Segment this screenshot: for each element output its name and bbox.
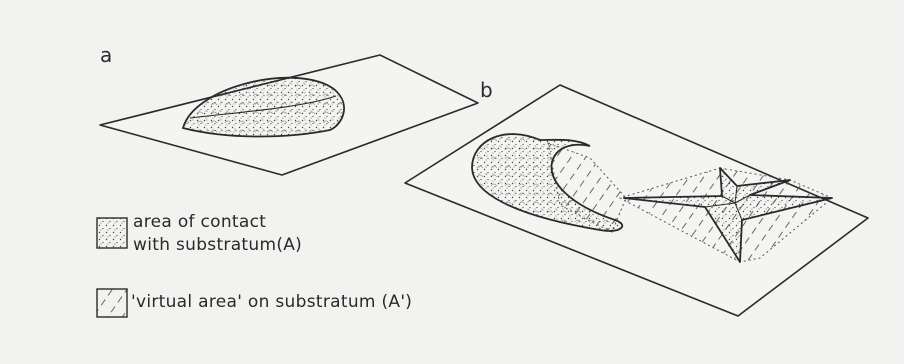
panel-label-a: a: [100, 43, 113, 67]
legend-contact-line2: with substratum(A): [133, 235, 303, 255]
cell-contact-texture-crescent: [472, 134, 623, 231]
panel-label-b: b: [480, 78, 493, 102]
legend-contact-line1: area of contact: [133, 212, 267, 232]
legend-virtual-label: 'virtual area' on substratum (A'): [131, 292, 413, 312]
cell-contact-texture-a: [183, 77, 345, 137]
star-ridges: [704, 185, 751, 221]
legend-swatch-virtual: [96, 288, 128, 318]
virtual-area-crescent: [547, 142, 627, 233]
legend-swatch-contact: [96, 217, 128, 249]
cell-ridge-a: [189, 95, 337, 119]
